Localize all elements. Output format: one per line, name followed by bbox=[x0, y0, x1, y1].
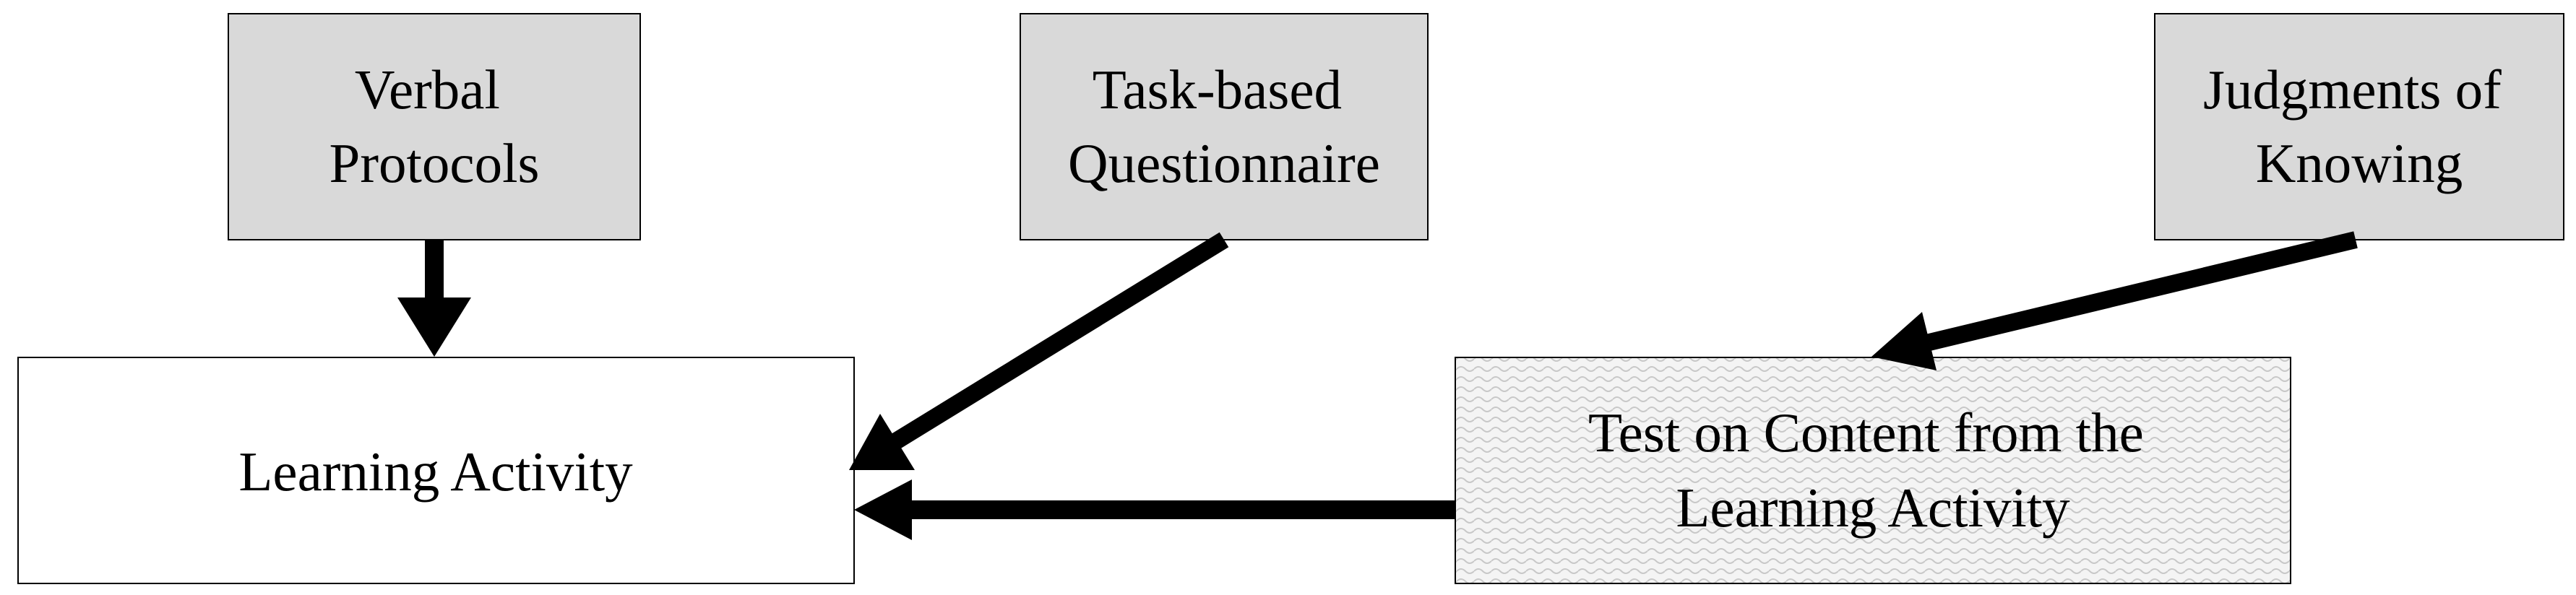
task-questionnaire-box bbox=[1020, 13, 1429, 240]
test-on-content-label: Test on Content from the Learning Activi… bbox=[1588, 401, 2158, 539]
verbal-protocols-label: Verbal Protocols bbox=[329, 58, 540, 194]
arrow-questionnaire-to-learning bbox=[849, 232, 1229, 470]
task-questionnaire-line-1: Task-based bbox=[1093, 58, 1342, 121]
test-on-content-line-1: Test on Content from the bbox=[1588, 401, 2144, 464]
arrow-verbal-to-learning bbox=[397, 240, 471, 357]
judgments-of-knowing-line-2: Knowing bbox=[2256, 132, 2463, 194]
learning-activity-box bbox=[17, 357, 855, 584]
verbal-protocols-box bbox=[228, 13, 641, 240]
arrow-judgments-to-test bbox=[1871, 231, 2358, 370]
judgments-of-knowing-label: Judgments of Knowing bbox=[2203, 58, 2515, 194]
task-questionnaire-line-2: Questionnaire bbox=[1068, 132, 1380, 194]
learning-activity-label: Learning Activity bbox=[238, 440, 633, 503]
task-questionnaire-label: Task-based Questionnaire bbox=[1068, 58, 1380, 194]
learning-activity-line-1: Learning Activity bbox=[238, 440, 633, 503]
verbal-protocols-line-2: Protocols bbox=[329, 132, 540, 194]
arrow-test-to-learning bbox=[854, 479, 1455, 540]
judgments-of-knowing-box bbox=[2154, 13, 2564, 240]
verbal-protocols-line-1: Verbal bbox=[355, 58, 500, 121]
test-on-content-line-2: Learning Activity bbox=[1676, 477, 2070, 539]
test-on-content-box bbox=[1455, 357, 2291, 584]
judgments-of-knowing-line-1: Judgments of bbox=[2203, 58, 2502, 121]
